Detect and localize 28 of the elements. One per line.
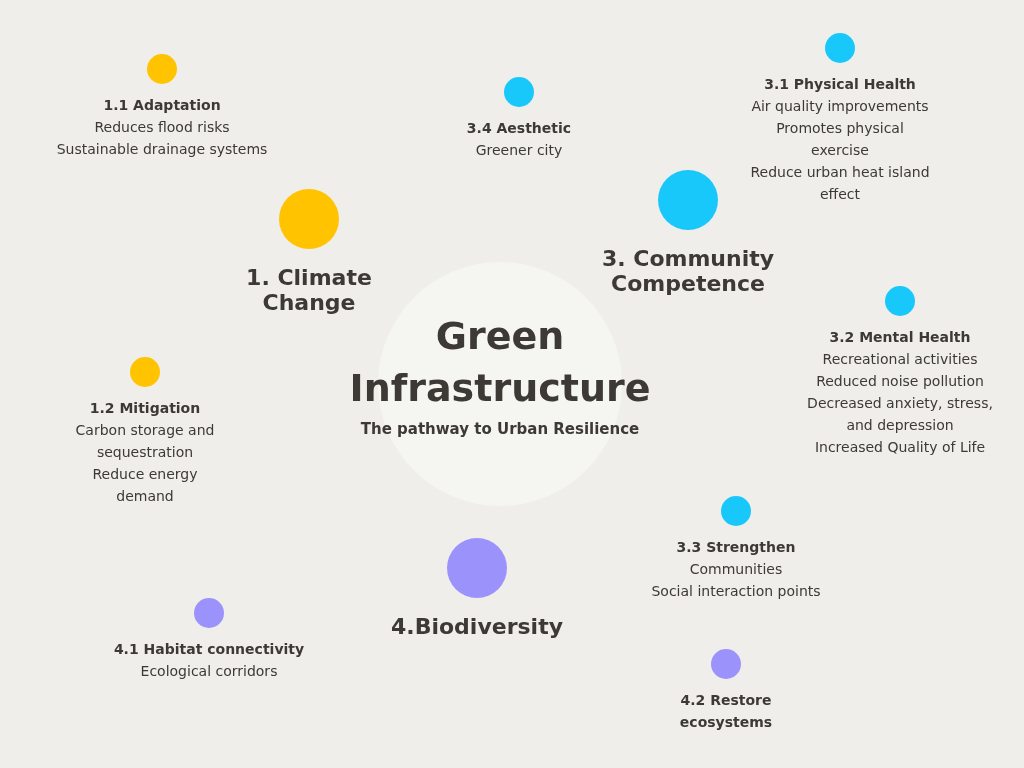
subcategory-heading: 1.1 Adaptation: [103, 96, 221, 115]
benefit-text: Reduce urban heat island effect: [749, 163, 931, 204]
center-title: Green Infrastructure: [348, 314, 652, 412]
category-title: 1. Climate Change: [245, 265, 373, 315]
subcategory-heading: 1.2 Mitigation: [89, 399, 201, 418]
benefit-text: Sustainable drainage systems: [56, 140, 268, 159]
benefit-text: Communities: [689, 560, 783, 579]
center-subtitle: The pathway to Urban Resilience: [360, 419, 640, 440]
benefit-text: Reduced noise pollution: [816, 372, 984, 391]
benefit-text: Reduces flood risks: [94, 118, 230, 137]
benefit-text: Decreased anxiety, stress, and depression: [806, 394, 994, 435]
benefit-text: Greener city: [475, 141, 563, 160]
subcategory-heading: 3.1 Physical Health: [764, 75, 916, 94]
subcategory-heading: 4.1 Habitat connectivity: [113, 640, 305, 659]
benefit-text: Reduce energy demand: [91, 465, 199, 506]
category-title: 3. Community Competence: [600, 246, 776, 296]
category-title: 4.Biodiversity: [391, 614, 563, 639]
benefit-text: Ecological corridors: [140, 662, 278, 681]
subcategory-heading: 3.2 Mental Health: [829, 328, 971, 347]
subcategory-heading: 3.3 Strengthen: [676, 538, 796, 557]
subcategory-heading: 3.4 Aesthetic: [466, 119, 572, 138]
benefit-text: Promotes physical exercise: [775, 119, 905, 160]
benefit-text: Social interaction points: [651, 582, 821, 601]
subcategory-heading: 4.2 Restore ecosystems: [678, 691, 774, 732]
benefit-text: Carbon storage and sequestration: [74, 421, 216, 462]
benefit-text: Air quality improvements: [751, 97, 929, 116]
benefit-text: Recreational activities: [822, 350, 978, 369]
benefit-text: Increased Quality of Life: [814, 438, 986, 457]
